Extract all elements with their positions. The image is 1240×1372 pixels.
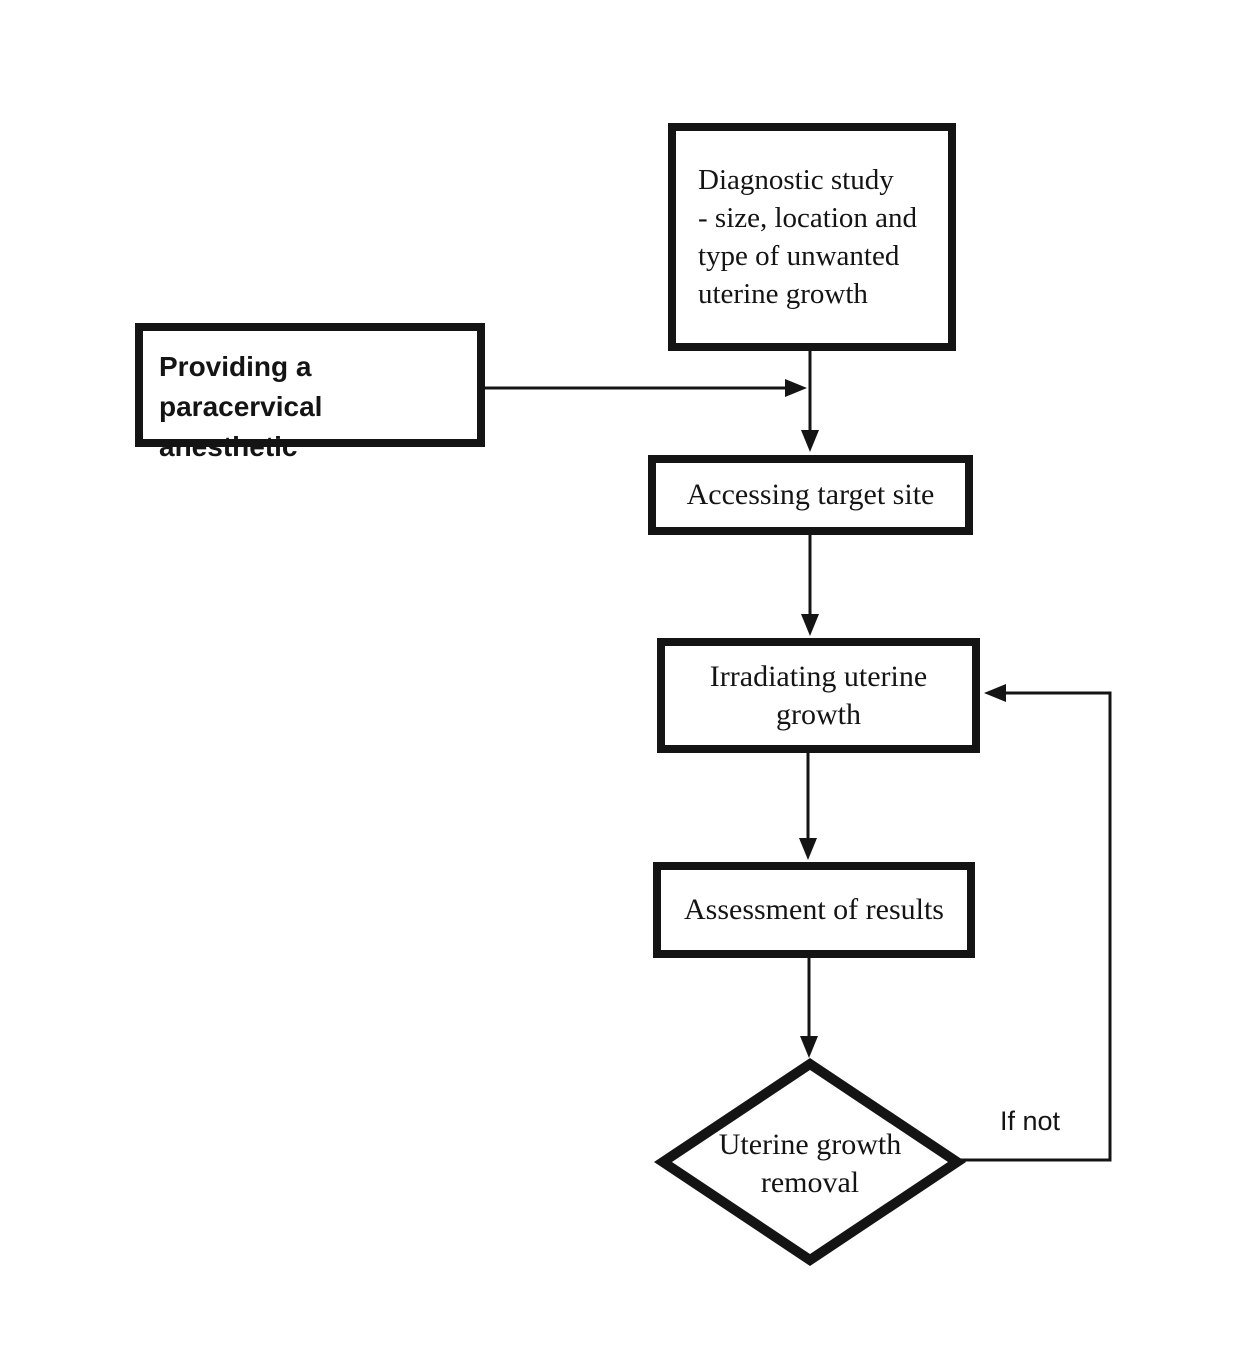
node-accessing-target-site: Accessing target site [648, 455, 973, 535]
edge-diagnostic-arrowhead [801, 430, 819, 452]
edge-loop-arrowhead [984, 684, 1006, 702]
node-assessment-of-results: Assessment of results [653, 862, 975, 958]
edge-access-arrowhead [801, 614, 819, 636]
node-irradiating-uterine-growth: Irradiating uterine growth [657, 638, 980, 753]
decision-diamond-shape [653, 1057, 967, 1267]
node-paracervical-anesthetic: Providing a paracervical anesthetic [135, 323, 485, 462]
node-uterine-growth-removal-label: Uterine growth removal [718, 1128, 902, 1199]
node-diagnostic-study: Diagnostic study - size, location and ty… [668, 123, 956, 351]
edge-irradiate-arrowhead [799, 838, 817, 860]
edge-anesthetic-arrowhead [785, 379, 807, 397]
edge-loop-label: If not [1000, 1106, 1061, 1136]
edge-assess-arrowhead [800, 1036, 818, 1058]
edge-loop-line [957, 691, 1112, 1162]
